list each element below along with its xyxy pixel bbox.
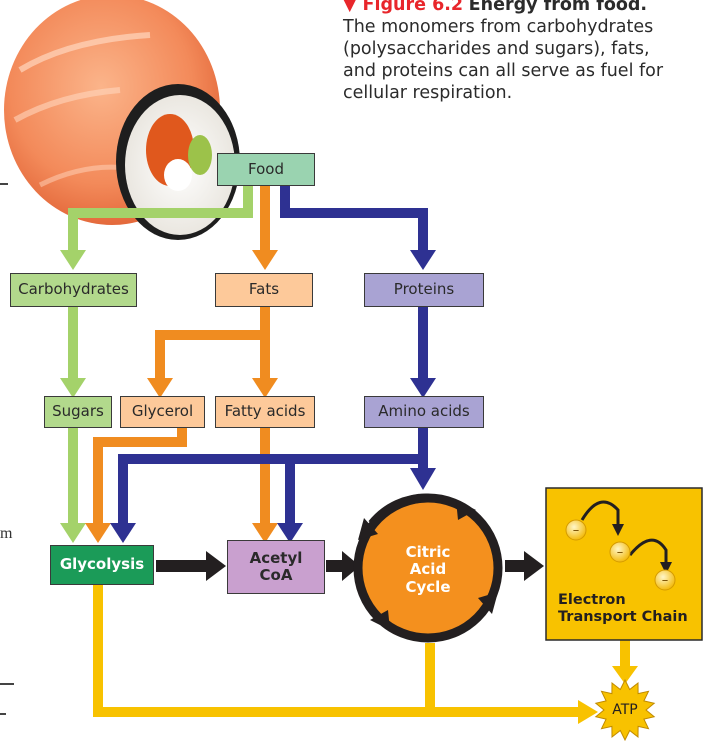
citric-acid-cycle-label: Citric Acid Cycle — [388, 538, 468, 602]
electron-charge-label: – — [573, 523, 580, 538]
carbohydrate-arrowheads — [60, 250, 86, 543]
acetyl-coa-label-line2: CoA — [259, 566, 293, 584]
carbohydrate-arrows — [68, 185, 253, 525]
citric-label-line3: Cycle — [405, 577, 451, 596]
amino-acids-box: Amino acids — [364, 396, 484, 428]
etc-box-background — [545, 487, 703, 641]
fatty-acids-box: Fatty acids — [215, 396, 315, 428]
fat-arrowheads — [85, 250, 278, 543]
main-flow-arrows — [156, 551, 544, 581]
electron-hop-arrowheads — [612, 524, 672, 574]
electron-icon — [609, 541, 631, 563]
protein-arrows — [118, 185, 428, 525]
electron-charge-label: – — [662, 573, 669, 588]
etc-label: Electron Transport Chain — [548, 588, 700, 630]
proteins-box: Proteins — [364, 273, 484, 307]
citric-label-line1: Citric — [405, 543, 451, 562]
etc-label-line2: Transport Chain — [558, 609, 688, 625]
citric-label-line2: Acid — [409, 560, 447, 579]
fat-arrows — [93, 185, 270, 525]
figure-title: Energy from food. — [468, 0, 648, 15]
electron-icon — [654, 569, 676, 591]
sushi-roll-image — [4, 0, 240, 240]
carbohydrates-box: Carbohydrates — [10, 273, 137, 307]
protein-arrowheads — [110, 250, 436, 543]
glycerol-box: Glycerol — [120, 396, 205, 428]
atp-arrows — [93, 584, 630, 717]
figure-label: ▼ Figure 6.2 — [343, 0, 464, 15]
figure-caption-body: The monomers from carbohydrates (polysac… — [343, 17, 664, 103]
electron-charge-label: – — [617, 545, 624, 560]
electron-icon — [565, 519, 587, 541]
atp-arrowheads — [578, 666, 638, 724]
margin-rule — [0, 683, 14, 685]
food-box: Food — [217, 153, 315, 186]
margin-rule — [0, 183, 8, 185]
citric-acid-cycle-circle — [353, 493, 503, 643]
margin-rule — [0, 713, 6, 715]
etc-label-line1: Electron — [558, 592, 626, 609]
acetyl-coa-label-line1: Acetyl — [249, 548, 303, 567]
electron-hops — [580, 500, 668, 565]
acetyl-coa-box: Acetyl CoA — [227, 540, 325, 594]
atp-starburst — [594, 678, 656, 742]
margin-text-fragment: m — [0, 525, 13, 542]
glycolysis-box: Glycolysis — [50, 545, 154, 585]
fats-box: Fats — [215, 273, 313, 307]
figure-caption: ▼ Figure 6.2 Energy from food. The monom… — [343, 0, 683, 104]
atp-label: ATP — [612, 701, 638, 718]
sugars-box: Sugars — [44, 396, 112, 428]
